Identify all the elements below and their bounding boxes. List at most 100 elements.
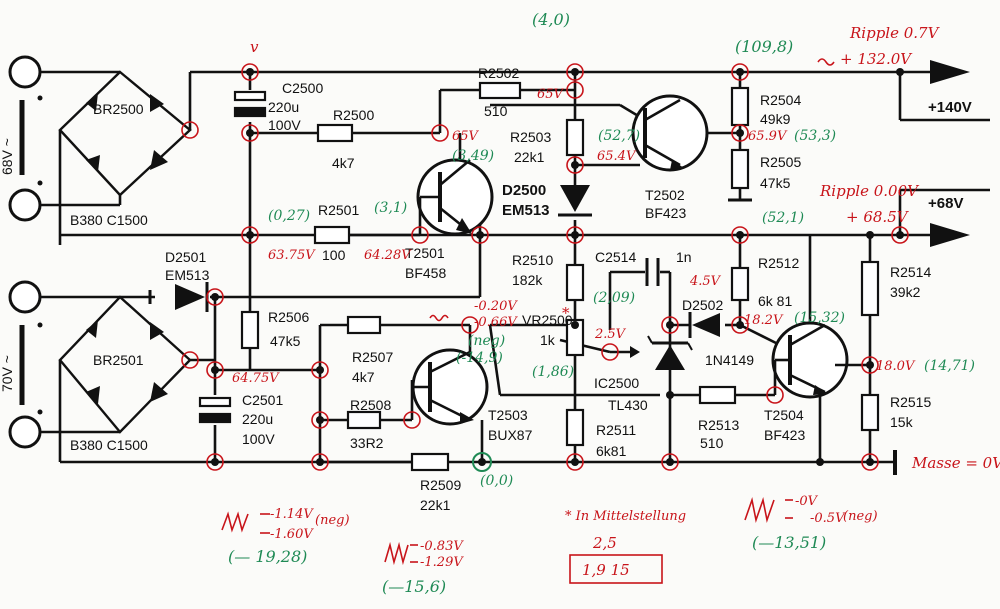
d2501-name: D2501 [165,249,206,265]
r2506-name: R2506 [268,309,309,325]
diode-d2502 [688,312,720,338]
r2501-name: R2501 [318,202,359,218]
input-70v-label: 70V ~ [0,355,15,392]
c2500-v2: 100V [268,117,301,133]
t2504-name: T2504 [764,407,804,423]
t2503-name: T2503 [488,407,528,423]
r2506-value: 47k5 [270,333,301,349]
note-rail-132v: + 132.0V [840,50,913,68]
d2502-name: D2502 [682,297,723,313]
r2504-body [730,86,750,127]
r2512-name: R2512 [758,255,799,271]
ripple-mark-2 [429,314,449,322]
capacitor-c2514 [645,258,660,286]
ic2500-name: IC2500 [594,375,639,391]
r2515-body [860,393,880,432]
note-63-75v: 63.75V [268,248,316,263]
green-19-28: (— 19,28) [228,547,307,566]
note-minus-0-66v: -0.66V [474,315,518,330]
t2501-part: BF458 [405,265,446,281]
r2506-body [240,310,260,350]
diode-d2500 [558,175,592,217]
green-53-3: (53,3) [794,128,836,144]
r2510-value: 182k [512,272,543,288]
ic2500-part: TL430 [608,397,648,413]
ic2500-symbol [630,335,693,370]
c2501-v2: 100V [242,431,275,447]
green-13-51: (—13,51) [752,533,826,552]
vr2500-value: 1k [540,332,556,348]
capacitor-c2501 [198,396,232,424]
r2500-name: R2500 [333,107,374,123]
t2501-name: T2501 [405,245,445,261]
capacitor-c2500 [233,90,267,118]
vr2500-name: VR2500 [522,312,573,328]
note-minus-0-20v: -0.20V [474,299,518,314]
green-3-49: (3,49) [452,148,494,164]
r2507-name: R2507 [352,349,393,365]
br2501-part: B380 C1500 [70,437,148,453]
r2504-name: R2504 [760,92,801,108]
green-15-6: (—15,6) [382,577,446,596]
t2502-name: T2502 [645,187,685,203]
r2502-body [478,81,522,100]
output-140v-label: +140V [928,99,972,116]
note-check-mark: v [250,38,259,56]
note-65v-a: 65V [537,87,565,102]
input-68v-label: 68V ~ [0,138,15,175]
br2500-part: B380 C1500 [70,212,148,228]
waveform-sawtooth-2 [384,541,418,566]
br2501-name: BR2501 [93,352,144,368]
r2505-body [730,148,750,190]
green-52-1: (52,1) [762,210,804,226]
note-mittelstellung: * In Mittelstellung [565,509,686,524]
note-minus-0-83v: -0.83V [420,539,464,554]
r2514-value: 39k2 [890,284,921,300]
output-68v-label: +68V [928,195,963,212]
red-measurement-circles [206,63,909,472]
c2500-name: C2500 [282,80,323,96]
green-14-9: (-14,9) [456,350,503,366]
c2501-v1: 220u [242,411,273,427]
r2508-value: 33R2 [350,435,384,451]
note-boxed-value: 1,9 15 [582,561,630,579]
r2502-name: R2502 [478,65,519,81]
note-mittel-value: 2,5 [592,534,617,552]
note-neg-3: (neg) [843,509,878,524]
c2501-name: C2501 [242,392,283,408]
r2507-body [346,315,382,335]
r2515-name: R2515 [890,394,931,410]
bridge-br2500 [58,70,199,245]
r2511-value: 6k81 [596,443,627,459]
r2513-body [698,385,737,405]
green-1-86: (1,86) [532,364,574,380]
r2509-name: R2509 [420,477,461,493]
t2502-part: BF423 [645,205,686,221]
r2500-value: 4k7 [332,155,355,171]
green-0-27: (0,27) [268,208,310,224]
note-minus-0v: -0V [795,494,819,509]
r2501-value: 100 [322,247,346,263]
transistor-t2503 [411,348,489,426]
note-minus-1-60v: -1.60V [270,527,314,542]
r2511-body [565,408,585,447]
r2508-body [346,410,382,430]
note-masse: Masse = 0V [911,454,1000,472]
r2503-name: R2503 [510,129,551,145]
bridge-br2501 [58,295,215,462]
br2500-name: BR2500 [93,101,144,117]
r2510-name: R2510 [512,252,553,268]
note-65v-b: 65V [452,129,480,144]
c2514-value: 1n [676,249,692,265]
r2500-body [316,123,354,143]
note-ripple-1: Ripple 0.7V [849,24,941,42]
note-minus-1-14v: -1.14V [270,507,314,522]
c2514-name: C2514 [595,249,636,265]
r2509-value: 22k1 [420,497,451,513]
r2512-value: 6k 81 [758,293,792,309]
t2504-part: BF423 [764,427,805,443]
r2508-name: R2508 [350,397,391,413]
r2505-value: 47k5 [760,175,791,191]
r2507-value: 4k7 [352,369,375,385]
